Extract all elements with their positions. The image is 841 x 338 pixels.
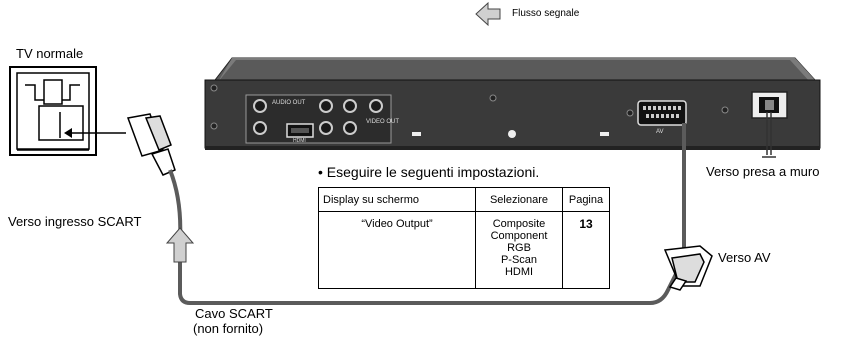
scart-cable	[168, 169, 679, 305]
tv-label: TV normale	[16, 46, 84, 61]
settings-row: “Video Output” Composite Component RGB P…	[318, 211, 610, 289]
scart-plug-av	[663, 245, 713, 291]
settings-table: Display su schermo Selezionare Pagina “V…	[318, 187, 610, 289]
scart-input-label: Verso ingresso SCART	[8, 214, 142, 229]
wall-outlet-label: Verso presa a muro	[706, 164, 820, 179]
scart-input-arrow	[165, 227, 195, 263]
instruction-text: • Eseguire le seguenti impostazioni.	[318, 164, 540, 180]
header-display: Display su schermo	[318, 187, 476, 212]
option-rgb: RGB	[507, 242, 531, 254]
hdmi-port-label: HDMI	[293, 138, 306, 144]
signal-flow-arrow	[475, 1, 501, 27]
cable-label: Cavo SCART	[195, 306, 273, 321]
option-component: Component	[490, 230, 548, 242]
settings-header-row: Display su schermo Selezionare Pagina	[318, 187, 610, 212]
video-out-label: VIDEO OUT	[366, 119, 400, 125]
scart-av-port	[637, 100, 687, 126]
header-page: Pagina	[562, 187, 610, 212]
audio-out-label: AUDIO OUT	[272, 100, 306, 106]
option-hdmi: HDMI	[504, 266, 534, 278]
options-list: Composite Component RGB P-Scan HDMI	[475, 211, 563, 289]
tv-set	[9, 66, 97, 156]
av-label: Verso AV	[718, 250, 771, 265]
av-port-label: AV	[656, 129, 664, 135]
scart-plug-tv	[126, 113, 176, 176]
cable-note-label: (non fornito)	[193, 321, 264, 336]
signal-flow-label: Flusso segnale	[512, 8, 580, 19]
page-number: 13	[562, 211, 610, 289]
power-cord	[766, 112, 772, 155]
power-inlet	[751, 91, 788, 119]
display-value: “Video Output”	[318, 211, 476, 289]
header-select: Selezionare	[475, 187, 563, 212]
dvd-player	[204, 57, 821, 150]
option-composite: Composite	[492, 218, 546, 230]
jack-panel	[245, 94, 392, 144]
option-pscan: P-Scan	[500, 254, 538, 266]
